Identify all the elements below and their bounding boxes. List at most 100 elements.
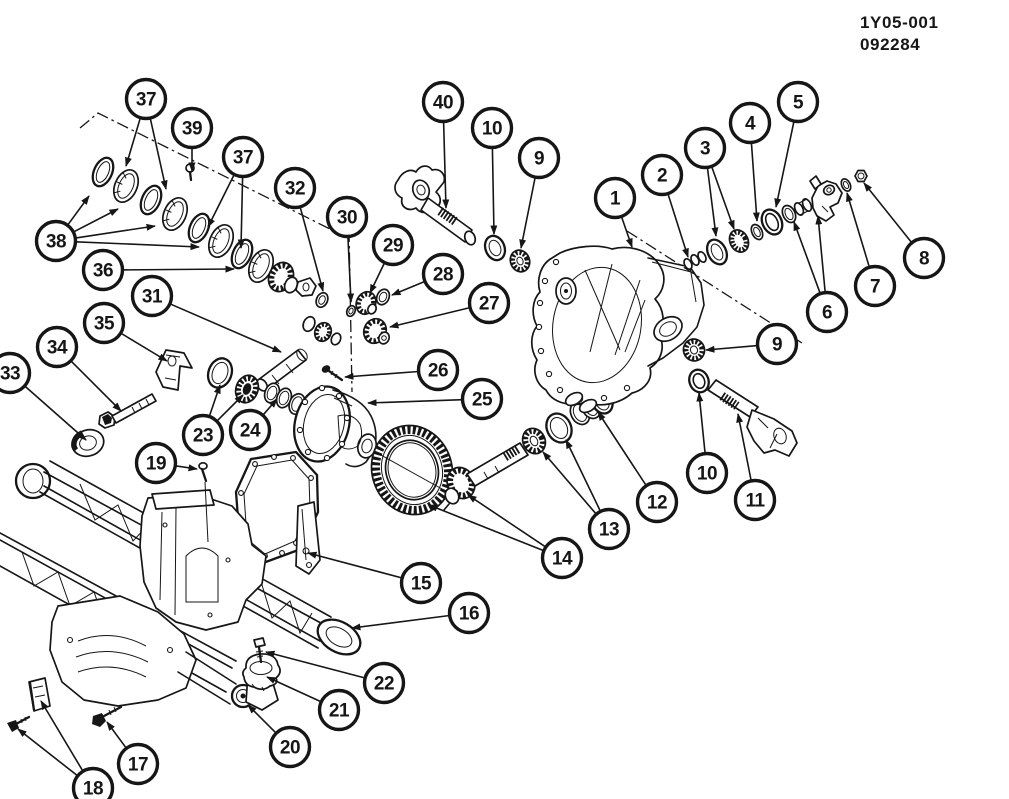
svg-text:38: 38 <box>46 232 66 253</box>
callout-22[interactable]: 22 <box>362 661 406 705</box>
svg-text:25: 25 <box>472 390 493 411</box>
callout-2[interactable]: 2 <box>640 153 684 197</box>
leader-22 <box>265 650 366 679</box>
part-differential-gear-cluster <box>302 288 391 346</box>
callout-23[interactable]: 23 <box>181 413 225 457</box>
callout-39[interactable]: 39 <box>170 106 214 150</box>
callout-20[interactable]: 20 <box>268 725 312 769</box>
callout-28[interactable]: 28 <box>421 252 465 296</box>
leader-2 <box>667 193 689 258</box>
leader-38 <box>75 241 200 251</box>
drawing-number: 1Y05-001 <box>860 13 939 32</box>
callout-30[interactable]: 30 <box>325 195 369 239</box>
callout-1[interactable]: 1 <box>593 176 637 220</box>
part-bolt-22 <box>253 637 266 664</box>
svg-text:2: 2 <box>657 166 667 187</box>
callout-18[interactable]: 18 <box>71 766 115 799</box>
callout-27[interactable]: 27 <box>467 281 511 325</box>
callout-10-top[interactable]: 10 <box>470 106 514 150</box>
svg-text:9: 9 <box>772 335 782 356</box>
leader-25 <box>367 398 463 407</box>
leader-14 <box>428 504 545 552</box>
callout-37-a[interactable]: 37 <box>124 77 168 121</box>
part-carrier-housing <box>530 245 705 414</box>
svg-text:35: 35 <box>94 314 115 335</box>
callout-14[interactable]: 14 <box>540 536 584 580</box>
svg-text:37: 37 <box>233 148 253 169</box>
svg-text:1: 1 <box>610 189 621 210</box>
leader-20 <box>247 704 277 734</box>
callout-3[interactable]: 3 <box>683 126 727 170</box>
callout-16[interactable]: 16 <box>447 591 491 635</box>
callout-9-top[interactable]: 9 <box>517 136 561 180</box>
svg-text:27: 27 <box>479 294 499 315</box>
leader-13 <box>565 439 602 512</box>
callout-24[interactable]: 24 <box>228 408 272 452</box>
leader-30 <box>347 236 355 303</box>
part-axle-housing-upper <box>14 460 362 656</box>
leader-8 <box>863 182 913 244</box>
leader-23 <box>216 394 244 422</box>
callout-29[interactable]: 29 <box>371 223 415 267</box>
callout-19[interactable]: 19 <box>134 441 178 485</box>
svg-text:37: 37 <box>136 90 156 111</box>
callout-34[interactable]: 34 <box>35 325 79 369</box>
leader-10-right <box>696 392 706 454</box>
callout-6[interactable]: 6 <box>805 290 849 334</box>
leader-29 <box>369 262 386 294</box>
callout-9-right[interactable]: 9 <box>755 322 799 366</box>
callout-15[interactable]: 15 <box>399 561 443 605</box>
leader-10-top <box>490 147 498 235</box>
part-drive-pinion <box>443 427 547 511</box>
callout-13[interactable]: 13 <box>587 507 631 551</box>
callout-4[interactable]: 4 <box>728 101 772 145</box>
svg-text:29: 29 <box>383 236 403 257</box>
callout-12[interactable]: 12 <box>635 480 679 524</box>
leader-35 <box>120 332 168 362</box>
svg-text:14: 14 <box>552 549 573 570</box>
drawing-date-code: 092284 <box>860 35 921 54</box>
callout-10-right[interactable]: 10 <box>685 451 729 495</box>
leader-4 <box>750 142 760 222</box>
callout-5[interactable]: 5 <box>776 80 820 124</box>
svg-text:21: 21 <box>329 701 350 722</box>
callout-36[interactable]: 36 <box>81 248 125 292</box>
callout-33[interactable]: 33 <box>0 351 32 395</box>
leader-15 <box>307 551 403 579</box>
svg-text:4: 4 <box>745 114 756 135</box>
part-axle-housing-lower <box>0 532 279 711</box>
callout-32[interactable]: 32 <box>273 166 317 210</box>
callout-31[interactable]: 31 <box>130 274 174 318</box>
drawing-number-block: 1Y05-001 092284 <box>860 12 939 56</box>
leader-26 <box>344 370 419 380</box>
callout-40[interactable]: 40 <box>421 80 465 124</box>
leader-17 <box>106 721 128 749</box>
leader-27 <box>389 306 471 329</box>
svg-text:9: 9 <box>534 149 544 170</box>
part-ring-gear <box>370 424 454 516</box>
callout-7[interactable]: 7 <box>853 264 897 308</box>
leader-33 <box>24 385 87 441</box>
part-side-gear <box>267 261 317 297</box>
callout-8[interactable]: 8 <box>902 236 946 280</box>
svg-text:15: 15 <box>411 574 432 595</box>
callout-35[interactable]: 35 <box>82 301 126 345</box>
svg-text:26: 26 <box>428 361 448 382</box>
svg-text:32: 32 <box>285 179 305 200</box>
callout-38[interactable]: 38 <box>34 219 78 263</box>
callout-37-b[interactable]: 37 <box>221 135 265 179</box>
callout-25[interactable]: 25 <box>460 377 504 421</box>
callout-11[interactable]: 11 <box>733 478 777 522</box>
leader-6 <box>793 221 822 294</box>
leader-9-right <box>705 344 758 353</box>
leader-37-b <box>237 176 245 249</box>
callout-17[interactable]: 17 <box>116 742 160 786</box>
leader-18 <box>17 728 79 777</box>
svg-text:19: 19 <box>146 454 166 475</box>
callout-26[interactable]: 26 <box>416 348 460 392</box>
part-pinion-rear-stack <box>683 169 868 271</box>
callout-21[interactable]: 21 <box>317 688 361 732</box>
leader-40 <box>442 121 450 209</box>
part-hex-bolt <box>98 393 157 429</box>
